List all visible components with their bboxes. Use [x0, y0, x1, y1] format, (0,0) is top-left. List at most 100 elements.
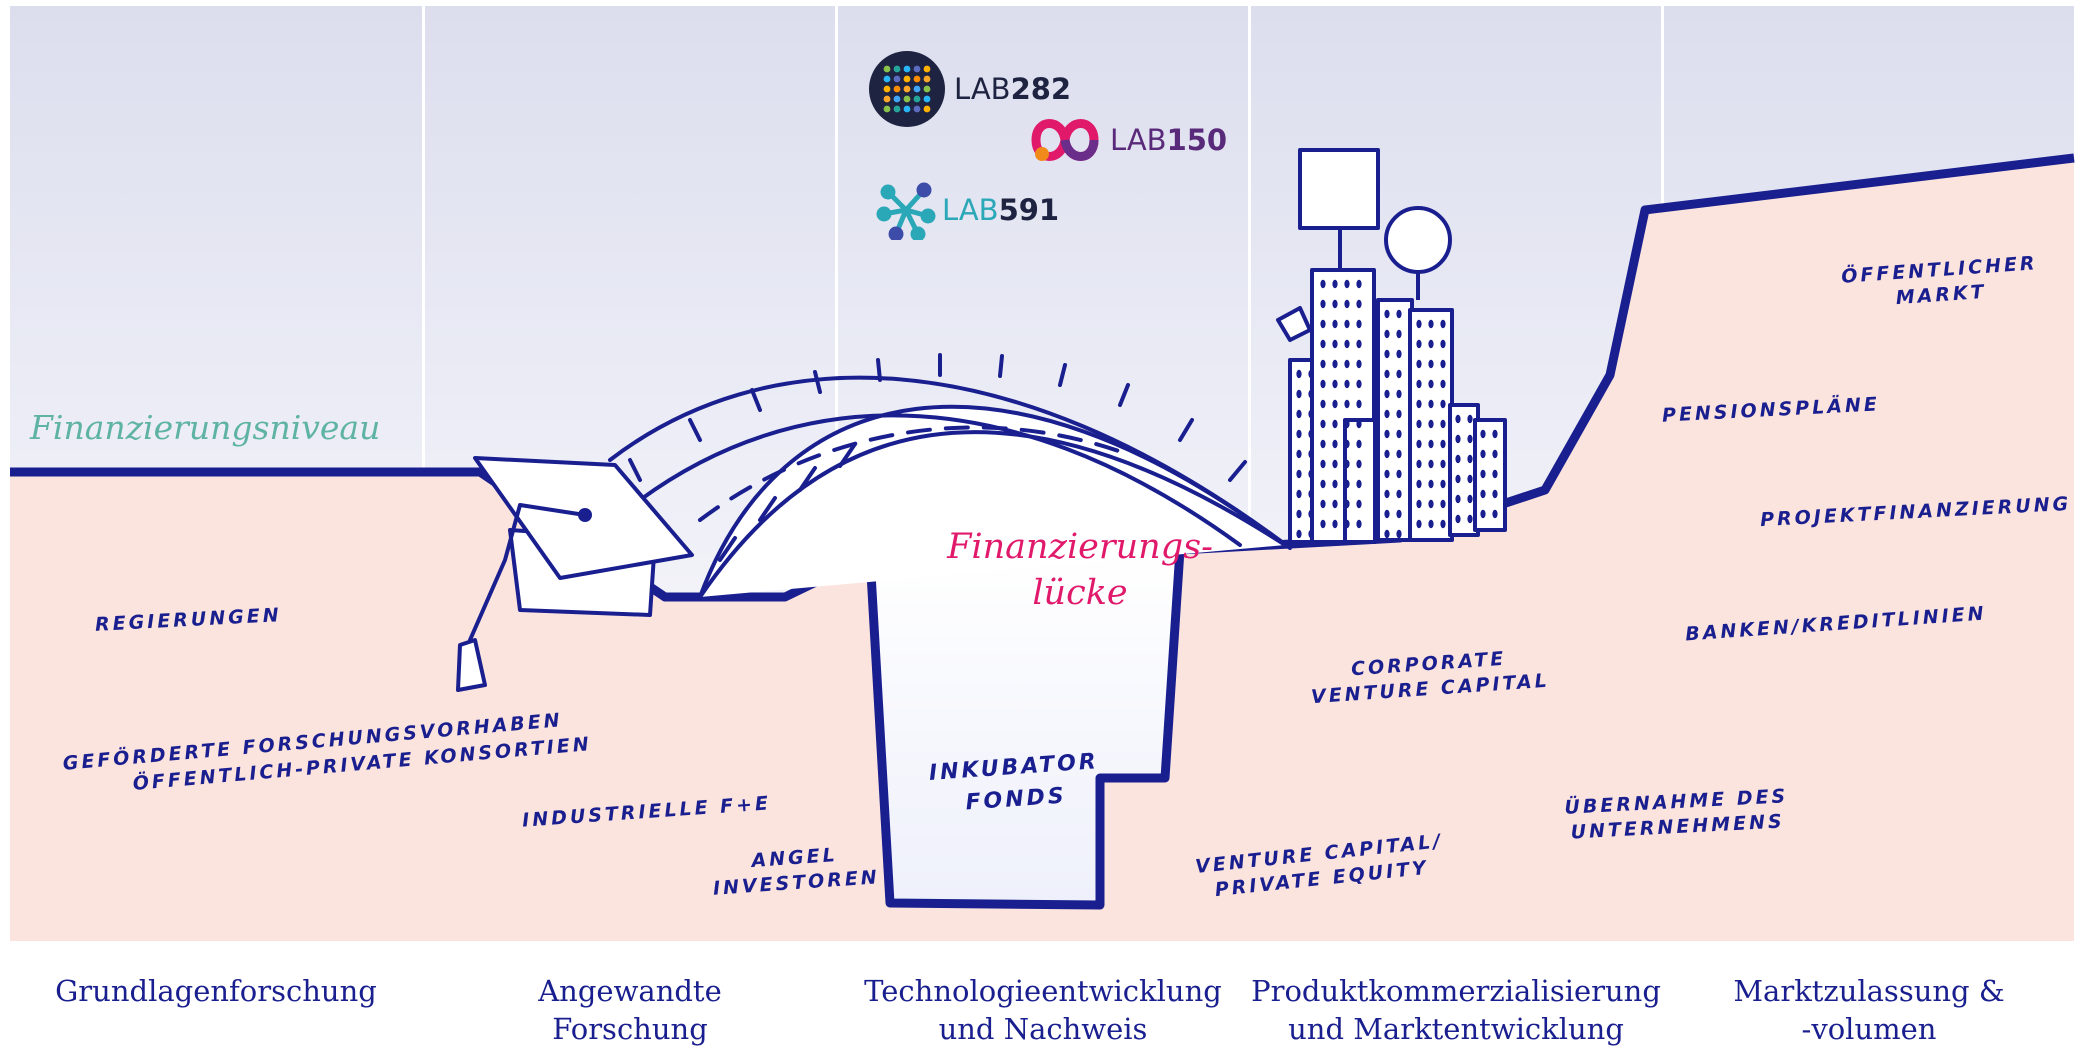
window-dot	[1455, 454, 1461, 464]
window-dot	[1344, 299, 1350, 309]
window-dot	[1332, 399, 1338, 409]
window-dot	[1320, 299, 1326, 309]
city-buildings	[1276, 148, 1507, 544]
logo-lab282: LAB282	[868, 50, 1071, 128]
window-dot	[1308, 489, 1314, 499]
logo-dot	[913, 95, 921, 103]
window-dot	[1344, 499, 1350, 509]
window-dot	[1440, 419, 1446, 429]
window-dot	[1467, 434, 1473, 444]
window-dot	[1384, 369, 1390, 379]
window-dot	[1396, 509, 1402, 519]
window-dot	[1296, 529, 1302, 539]
window-dot	[1356, 399, 1362, 409]
logo-dot	[923, 75, 931, 83]
stage-technologieentwicklung: Technologieentwicklung und Nachweis	[864, 974, 1222, 1046]
window-dot	[1492, 429, 1498, 439]
window-dot	[1480, 429, 1486, 439]
window-dot	[1440, 519, 1446, 529]
window-dot	[1467, 414, 1473, 424]
funding-gap-label: Finanzierungs- lücke	[947, 527, 1213, 613]
logo-dot	[893, 75, 901, 83]
window-dot	[1356, 439, 1362, 449]
window-dot	[1296, 389, 1302, 399]
window-dot	[1344, 519, 1350, 529]
window-dot	[1428, 439, 1434, 449]
funding-level-label: Finanzierungsniveau	[30, 408, 381, 447]
window-dot	[1356, 499, 1362, 509]
window-dot	[1296, 509, 1302, 519]
window-dot	[1320, 499, 1326, 509]
logo-dot	[923, 105, 931, 113]
window-dot	[1396, 429, 1402, 439]
window-dot	[1455, 514, 1461, 524]
window-dot	[1480, 489, 1486, 499]
window-dot	[1384, 449, 1390, 459]
window-dot	[1467, 514, 1473, 524]
window-dot	[1428, 379, 1434, 389]
window-dot	[1396, 309, 1402, 319]
window-dot	[1440, 459, 1446, 469]
window-dot	[1320, 419, 1326, 429]
graduation-cap-icon	[456, 456, 694, 692]
window-dot	[1384, 329, 1390, 339]
window-dot	[1396, 409, 1402, 419]
logo-dot	[883, 65, 891, 73]
window-dot	[1416, 319, 1422, 329]
window-dot	[1492, 469, 1498, 479]
window-dot	[1332, 459, 1338, 469]
window-dot	[1296, 469, 1302, 479]
window-dot	[1344, 319, 1350, 329]
window-dot	[1308, 469, 1314, 479]
window-dot	[1308, 429, 1314, 439]
window-dot	[1416, 359, 1422, 369]
window-dot	[1356, 279, 1362, 289]
window-dot	[1332, 359, 1338, 369]
window-dot	[1308, 409, 1314, 419]
logo-dot	[893, 65, 901, 73]
logo-dot	[923, 95, 931, 103]
window-dot	[1455, 474, 1461, 484]
window-dot	[1384, 409, 1390, 419]
window-dot	[1356, 359, 1362, 369]
window-dot	[1344, 379, 1350, 389]
logo-dot	[903, 75, 911, 83]
window-dot	[1467, 474, 1473, 484]
window-dot	[1440, 379, 1446, 389]
window-dot	[1440, 339, 1446, 349]
logo-dot	[923, 65, 931, 73]
window-dot	[1396, 449, 1402, 459]
network-node-icon	[876, 182, 936, 240]
stage-angewandte-forschung: Angewandte Forschung	[538, 974, 722, 1046]
funding-gap-pit	[870, 550, 1180, 905]
window-dot	[1356, 339, 1362, 349]
window-dot	[1332, 519, 1338, 529]
window-dot	[1440, 499, 1446, 509]
window-dot	[1320, 359, 1326, 369]
window-dot	[1416, 419, 1422, 429]
window-dot	[1480, 469, 1486, 479]
window-dot	[1344, 439, 1350, 449]
window-dot	[1396, 369, 1402, 379]
window-dot	[1416, 459, 1422, 469]
window-dot	[1320, 439, 1326, 449]
window-dot	[1296, 429, 1302, 439]
window-dot	[1428, 359, 1434, 369]
bridge-drawing	[608, 353, 1292, 599]
window-dot	[1416, 339, 1422, 349]
window-dot	[1356, 379, 1362, 389]
infinity-knot-icon	[1031, 119, 1099, 161]
logo-dot	[883, 95, 891, 103]
window-dot	[1332, 279, 1338, 289]
window-dot	[1344, 419, 1350, 429]
window-dot	[1296, 489, 1302, 499]
window-dot	[1492, 489, 1498, 499]
window-dot	[1416, 379, 1422, 389]
window-dot	[1320, 379, 1326, 389]
window-dot	[1344, 399, 1350, 409]
window-dot	[1332, 299, 1338, 309]
logo-dot	[923, 85, 931, 93]
window-dot	[1384, 389, 1390, 399]
building-windows	[1296, 279, 1498, 539]
window-dot	[1428, 399, 1434, 409]
